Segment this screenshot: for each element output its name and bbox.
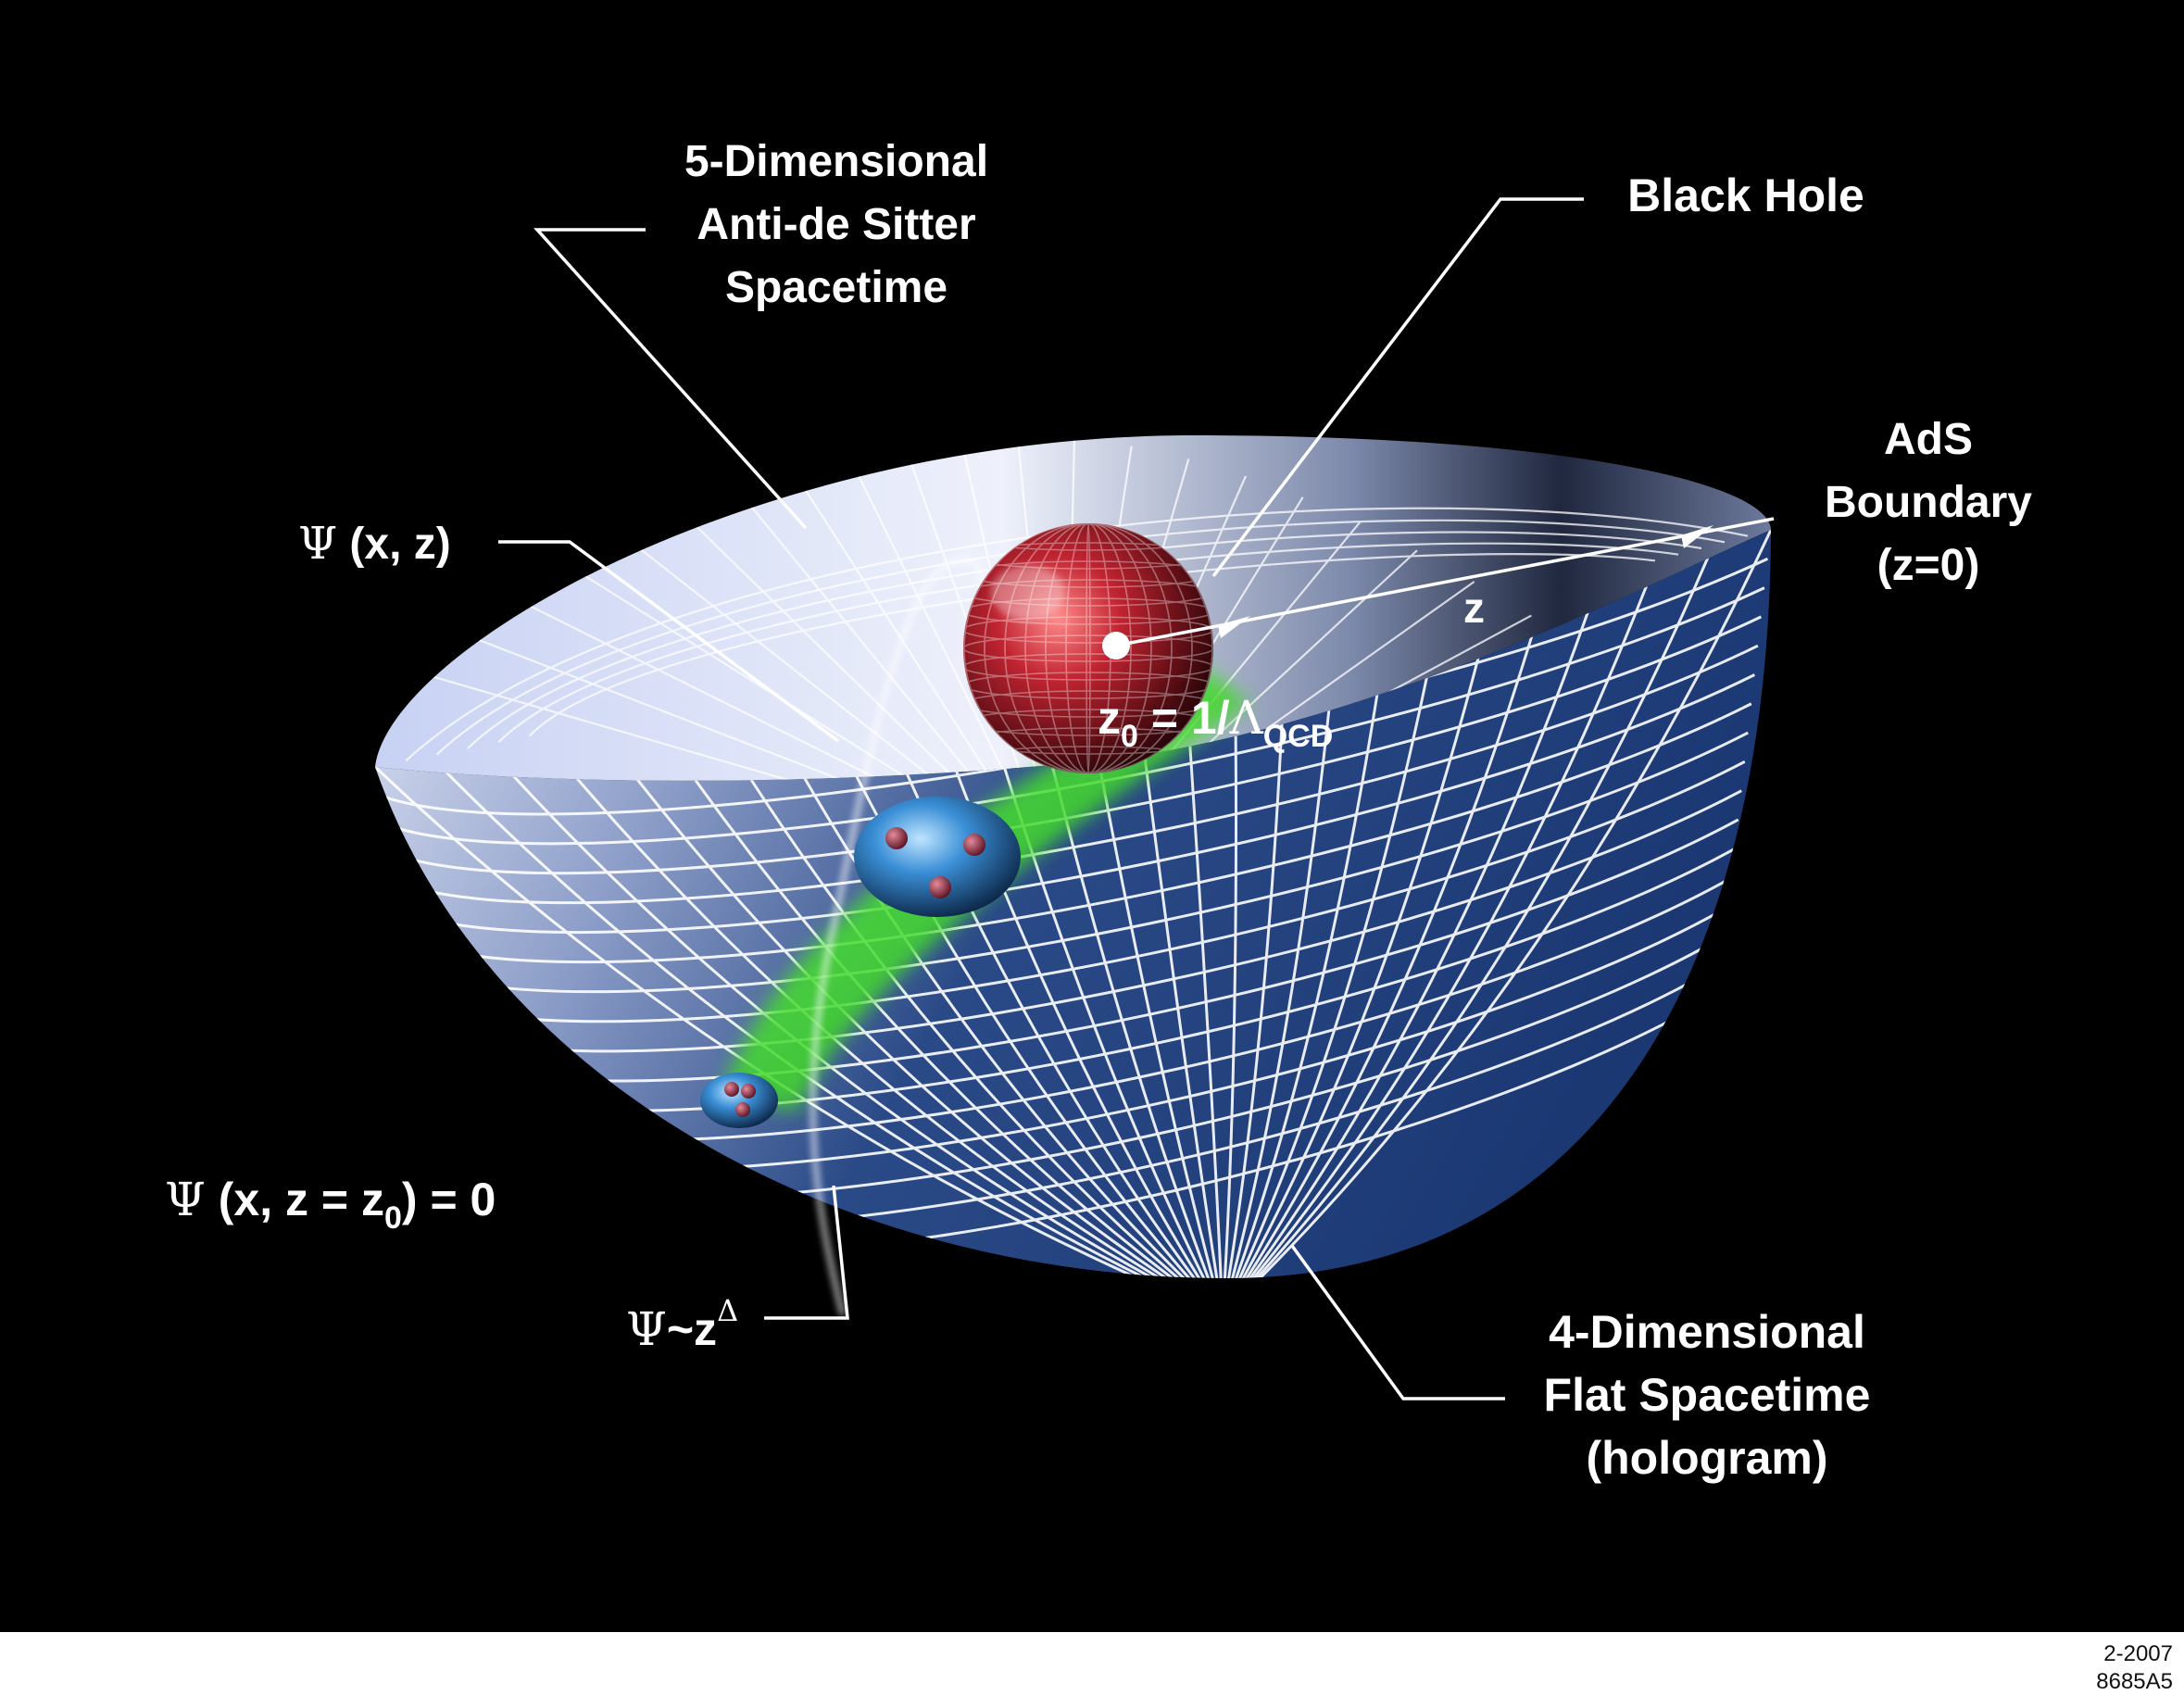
label-psi-boundary-condition: Ψ (x, z = z0) = 0 <box>165 1173 496 1236</box>
label-flat-spacetime: 4-Dimensional Flat Spacetime (hologram) <box>1544 1306 1871 1484</box>
label-psi-power: Ψ~zΔ <box>626 1293 738 1356</box>
leader-psi <box>498 540 840 743</box>
grid-line <box>963 579 1213 607</box>
grid-line <box>1221 559 1504 1278</box>
grid-line <box>1045 523 1132 773</box>
label-z-axis: z <box>1463 584 1485 632</box>
black-hole-center-dot <box>1102 632 1130 659</box>
grid-line <box>1102 521 1362 781</box>
grid-line <box>388 662 973 781</box>
grid-line <box>1024 523 1152 773</box>
proton-small <box>700 1073 778 1128</box>
leader-black-hole <box>1211 197 1584 578</box>
grid-line <box>1221 553 1558 1278</box>
grid-line <box>387 702 1752 964</box>
grid-line <box>1221 530 1771 1278</box>
flat-line-2: Flat Spacetime <box>1544 1369 1871 1421</box>
label-black-hole: Black Hole <box>1627 170 1864 221</box>
grid-line <box>963 634 1213 662</box>
grid-line <box>1004 523 1173 773</box>
grid-line <box>642 704 1224 1278</box>
grid-line <box>1024 523 1152 773</box>
grid-line <box>502 591 989 781</box>
grid-line <box>963 542 1213 570</box>
diagram-canvas: 5-Dimensional Anti-de Sitter Spacetime B… <box>0 0 2184 1632</box>
black-hole-sphere <box>963 523 1213 773</box>
grid-line <box>963 523 1213 551</box>
label-ads-spacetime: 5-Dimensional Anti-de Sitter Spacetime <box>684 137 988 312</box>
grid-line <box>1221 540 1665 1278</box>
proton-large <box>854 797 1021 917</box>
grid-line <box>963 653 1213 681</box>
z-arrow-tail <box>1218 616 1250 638</box>
quark <box>963 834 985 856</box>
leader-ads <box>533 228 808 530</box>
z-arrow-head <box>1681 525 1713 548</box>
grid-line <box>963 523 1213 773</box>
leader-lines <box>498 197 1775 1400</box>
grid-line <box>963 709 1213 736</box>
boundary-line-1: AdS <box>1884 415 1973 464</box>
ads-cft-diagram: 5-Dimensional Anti-de Sitter Spacetime B… <box>165 137 2032 1484</box>
grid-line <box>1045 523 1132 773</box>
grid-line <box>963 560 1213 588</box>
quark <box>741 1084 756 1099</box>
label-ads-boundary: AdS Boundary (z=0) <box>1825 415 2032 590</box>
grid-line <box>749 681 1224 1278</box>
grid-line <box>963 690 1213 718</box>
grid-line <box>616 530 1005 781</box>
grid-line <box>1118 581 1475 781</box>
grid-line <box>1086 523 1091 773</box>
grid-line <box>1004 523 1173 773</box>
grid-line <box>963 597 1213 625</box>
grid-line <box>446 626 981 781</box>
ads-line-1: 5-Dimensional <box>684 137 988 186</box>
grid-line <box>963 727 1213 755</box>
footer-code: 8685A5 <box>2096 1669 2173 1694</box>
wave-curve <box>810 557 986 1316</box>
flat-line-3: (hologram) <box>1586 1432 1827 1484</box>
boundary-line-2: Boundary <box>1825 478 2032 527</box>
footer: 2-2007 8685A5 <box>0 1632 2184 1708</box>
grid-line <box>534 728 1224 1278</box>
label-z0-equation: z0 = 1/ΛQCD <box>1098 691 1333 754</box>
grid-line <box>984 523 1193 773</box>
quark <box>885 827 908 849</box>
grid-line <box>963 616 1213 644</box>
footer-date: 2-2007 <box>2103 1641 2173 1666</box>
ads-line-3: Spacetime <box>725 263 948 312</box>
ads-line-2: Anti-de Sitter <box>697 200 975 249</box>
grid-line <box>803 670 1224 1278</box>
grid-line <box>963 523 1213 773</box>
label-psi-xz: Ψ (x, z) <box>298 518 451 570</box>
grid-line <box>588 716 1224 1278</box>
flat-line-1: 4-Dimensional <box>1549 1306 1865 1358</box>
quark <box>724 1082 739 1097</box>
grid-line <box>1221 565 1450 1278</box>
grid-line <box>1221 572 1397 1278</box>
boundary-line-3: (z=0) <box>1877 541 1980 590</box>
grid-line <box>963 746 1213 773</box>
leader-psi-power <box>764 1185 849 1320</box>
quark <box>735 1102 750 1117</box>
grid-line <box>1221 534 1719 1278</box>
leader-flat <box>1290 1244 1505 1400</box>
quark <box>929 876 951 898</box>
grid-line <box>984 523 1193 773</box>
grid-line <box>963 672 1213 699</box>
